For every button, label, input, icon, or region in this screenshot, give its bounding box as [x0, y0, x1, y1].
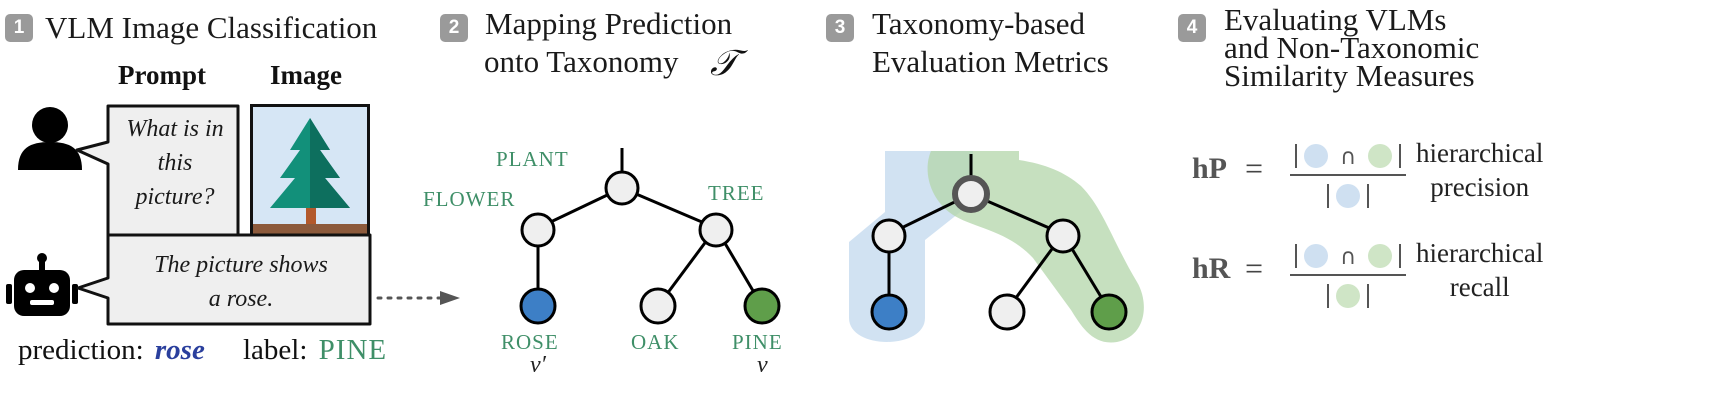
- label-flower: FLOWER: [423, 187, 515, 211]
- prompt-header: Prompt: [118, 60, 206, 90]
- hr-equals: =: [1245, 250, 1264, 286]
- user-icon: [18, 107, 82, 170]
- prediction-label: prediction:: [18, 334, 144, 366]
- label-pine: PINE: [732, 330, 783, 354]
- node-flower: [520, 212, 556, 248]
- hp-name-line-1: hierarchical: [1416, 138, 1544, 168]
- label-oak: OAK: [631, 330, 680, 354]
- metric-node-oak: [988, 293, 1026, 331]
- step-4-title-line-3: Similarity Measures: [1224, 58, 1475, 93]
- node-rose: [519, 287, 557, 325]
- hr-abbr: hR: [1192, 252, 1231, 285]
- node-plant: [604, 170, 640, 206]
- hp-name: hierarchical precision: [1416, 136, 1543, 204]
- pine-tree-image: [250, 104, 370, 248]
- label-rose: ROSE: [501, 330, 559, 354]
- hp-equals: =: [1245, 150, 1264, 186]
- taxonomy-symbol: 𝒯: [710, 43, 738, 83]
- step-4-title-line-1: Evaluating VLMs: [1224, 2, 1447, 37]
- hp-green-circle: [1368, 144, 1392, 168]
- robot-icon: [6, 253, 78, 316]
- label-label: label:: [243, 334, 308, 366]
- prompt-line-1: What is in: [126, 116, 224, 142]
- image-header: Image: [270, 60, 342, 90]
- step-2-badge: 2: [440, 14, 468, 42]
- node-pine: [743, 287, 781, 325]
- metric-node-plant: [952, 175, 990, 213]
- label-plant: PLANT: [496, 147, 569, 171]
- hp-blue-circle: [1304, 144, 1328, 168]
- label-v: v: [757, 352, 768, 378]
- label-value: PINE: [318, 334, 388, 366]
- hr-green-circle: [1368, 244, 1392, 268]
- hr-fraction: ∩: [1290, 244, 1406, 308]
- response-line-1: The picture shows: [154, 252, 328, 278]
- step-3-title-line-1: Taxonomy-based: [872, 6, 1086, 41]
- metric-node-tree: [1045, 218, 1081, 254]
- hp-denominator-circle: [1336, 184, 1360, 208]
- node-tree: [698, 212, 734, 248]
- dotted-arrow-icon: [376, 291, 460, 305]
- step-3-badge: 3: [826, 14, 854, 42]
- prompt-line-2: this: [157, 150, 193, 176]
- step-4-title-line-2: and Non-Taxonomic: [1224, 30, 1480, 65]
- response-bubble: [76, 233, 372, 326]
- metric-node-pine: [1090, 293, 1128, 331]
- hp-abbr: hP: [1192, 152, 1228, 185]
- hr-blue-circle: [1304, 244, 1328, 268]
- response-text: The picture shows a rose.: [110, 248, 372, 316]
- hp-name-line-2: precision: [1430, 172, 1530, 202]
- hp-fraction: ∩: [1290, 144, 1406, 208]
- step-1-badge: 1: [5, 14, 33, 42]
- metric-node-rose: [870, 293, 908, 331]
- step-4-badge: 4: [1178, 14, 1206, 42]
- hr-name-line-2: recall: [1449, 272, 1510, 302]
- hr-name-line-1: hierarchical: [1416, 238, 1544, 268]
- label-v-prime: v′: [530, 352, 547, 378]
- step-2-title-line-1: Mapping Prediction: [485, 6, 733, 41]
- response-line-2: a rose.: [208, 286, 274, 312]
- metric-taxonomy-tree: [849, 151, 1144, 343]
- prompt-line-3: picture?: [135, 184, 215, 210]
- label-tree: TREE: [708, 181, 765, 205]
- prediction-row: prediction: rose: [18, 334, 205, 367]
- label-row: label: PINE: [243, 334, 387, 367]
- prediction-value: rose: [154, 334, 205, 366]
- metric-node-flower: [871, 218, 907, 254]
- hp-intersect: ∩: [1340, 145, 1356, 170]
- step-1-title: VLM Image Classification: [45, 10, 378, 45]
- step-3-title-line-2: Evaluation Metrics: [872, 44, 1109, 79]
- hr-name: hierarchical recall: [1416, 236, 1543, 304]
- node-oak: [639, 287, 677, 325]
- prompt-text: What is in this picture?: [108, 112, 242, 214]
- prompt-bubble: [75, 104, 240, 244]
- taxonomy-tree: PLANT FLOWER TREE ROSE OAK PINE v′ v: [423, 147, 783, 378]
- step-2-title-line-2: onto Taxonomy: [484, 44, 679, 79]
- hr-denominator-circle: [1336, 284, 1360, 308]
- hr-intersect: ∩: [1340, 245, 1356, 270]
